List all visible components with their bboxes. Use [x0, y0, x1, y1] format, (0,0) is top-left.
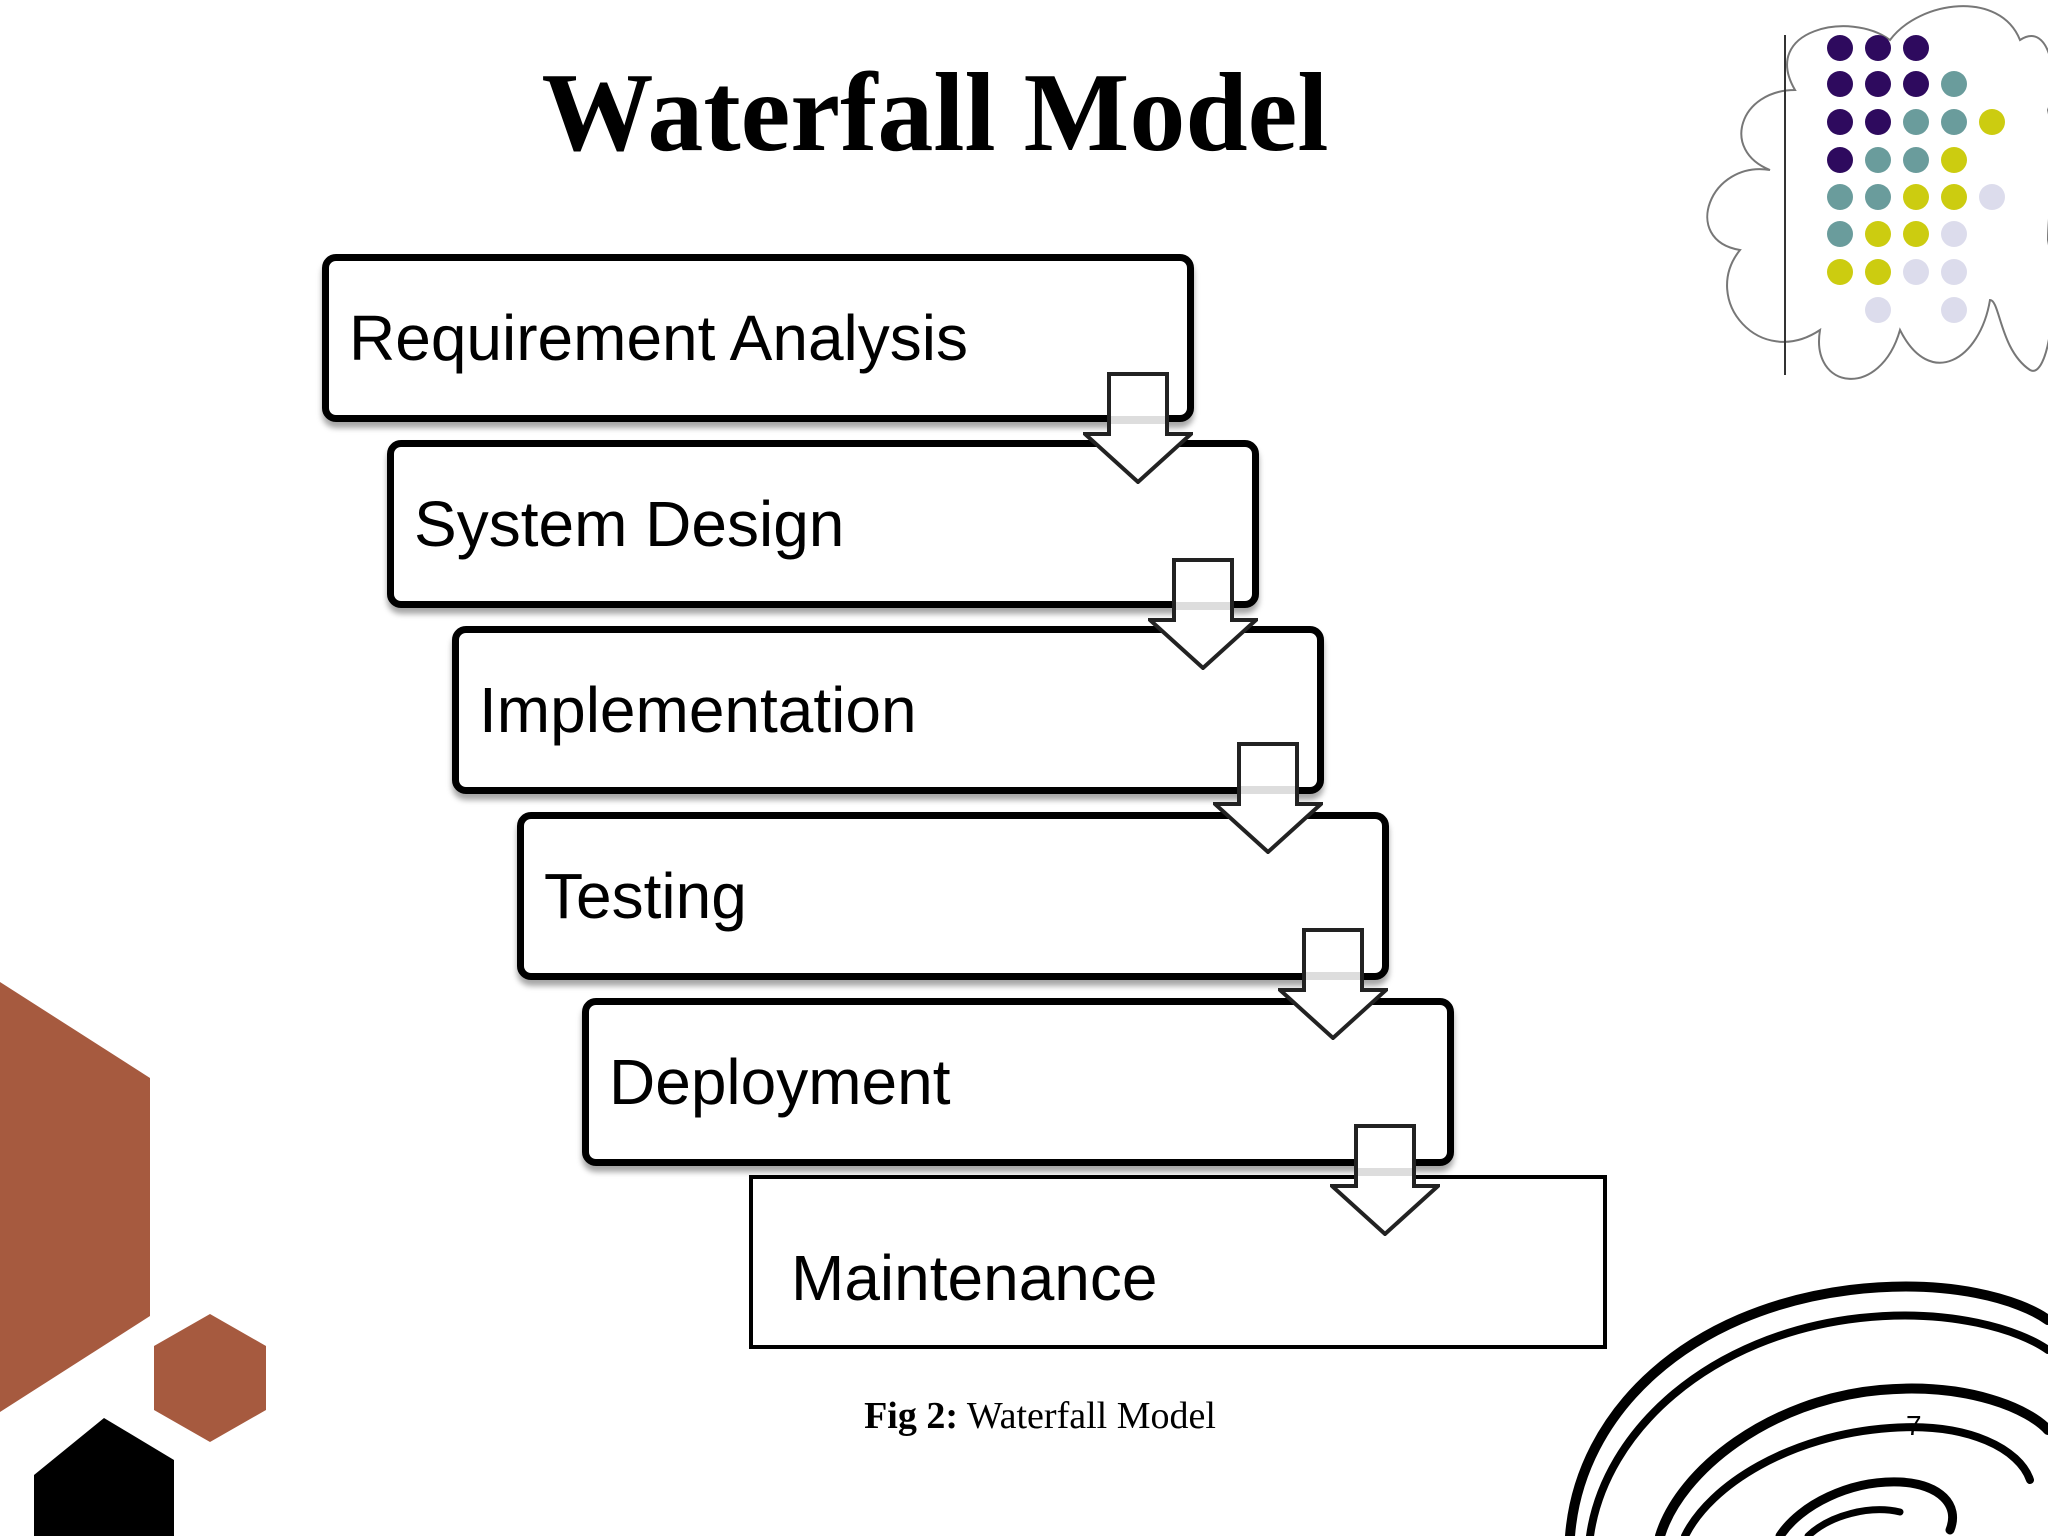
step-label: Maintenance — [791, 1242, 1158, 1314]
step-label: Implementation — [479, 674, 917, 746]
step-deployment: Deployment — [582, 998, 1454, 1166]
step-label: Deployment — [609, 1046, 951, 1118]
step-maintenance: Maintenance — [749, 1175, 1607, 1349]
down-arrow-icon — [1083, 372, 1193, 484]
step-implementation: Implementation — [452, 626, 1324, 794]
step-label: System Design — [414, 488, 845, 560]
step-requirement-analysis: Requirement Analysis — [322, 254, 1194, 422]
caption-prefix: Fig 2: — [864, 1395, 958, 1437]
down-arrow-icon — [1148, 558, 1258, 670]
dot-grid-decoration — [1706, 5, 2048, 380]
slide-title: Waterfall Model — [541, 51, 1329, 175]
caption-text: Waterfall Model — [958, 1395, 1216, 1437]
dot-grid — [1827, 35, 2005, 323]
step-testing: Testing — [517, 812, 1389, 980]
step-system-design: System Design — [387, 440, 1259, 608]
down-arrow-icon — [1213, 742, 1323, 854]
figure-caption: Fig 2: Waterfall Model — [0, 1394, 2048, 1438]
down-arrow-icon — [1278, 928, 1388, 1040]
swirl-decoration — [1565, 1281, 2048, 1536]
page-number: 7 — [1906, 1410, 1922, 1441]
step-label: Requirement Analysis — [349, 302, 968, 374]
down-arrow-icon — [1330, 1124, 1440, 1236]
step-label: Testing — [544, 860, 747, 932]
hexagon-decoration — [0, 982, 266, 1536]
